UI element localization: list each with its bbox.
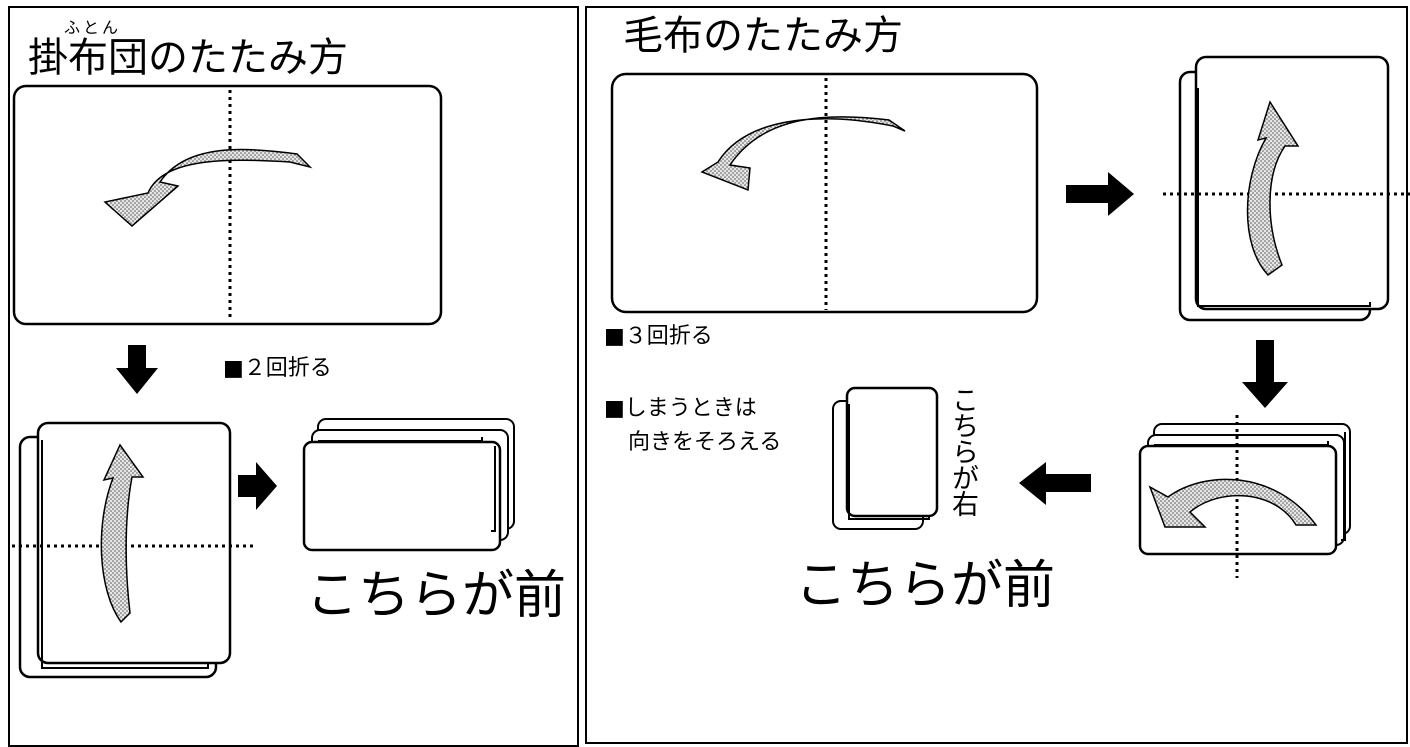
blanket-stored-stack: [832, 386, 939, 530]
blanket-fold-arrow-horizontal: [700, 116, 906, 192]
futon-step1-sheet: [12, 84, 443, 326]
futon-down-arrow: [116, 345, 158, 394]
blanket-storage-note-line1: ■しまうときは: [604, 396, 757, 421]
futon-step2-sheet: [12, 421, 255, 679]
futon-ruby: ふとん: [64, 18, 122, 37]
futon-right-arrow: [238, 462, 277, 510]
futon-front-label: こちらが前: [306, 566, 567, 626]
blanket-fold-arrow-vertical: [1246, 100, 1300, 276]
blanket-left-arrow: [1019, 462, 1091, 505]
blanket-down-arrow: [1242, 340, 1288, 408]
blanket-right-side-label: こちらが右: [947, 386, 978, 516]
futon-title: 掛布団のたたみ方: [28, 35, 348, 81]
blanket-front-label: こちらが前: [795, 556, 1056, 616]
blanket-storage-note-line2: 向きをそろえる: [628, 430, 782, 455]
futon-fold-arrow-vertical: [100, 443, 145, 624]
blanket-step1-sheet: [610, 72, 1039, 314]
blanket-fold-arrow-lower: [1148, 478, 1318, 528]
blanket-fold-note: ■３回折る: [604, 324, 713, 349]
futon-fold-note: ■２回折る: [223, 356, 332, 381]
blanket-title: 毛布のたたみ方: [623, 13, 903, 59]
futon-folded-stack: [302, 418, 515, 552]
blanket-right-arrow: [1066, 172, 1134, 216]
blanket-step2-sheet: [1163, 55, 1410, 322]
futon-fold-arrow-horizontal: [103, 148, 313, 227]
